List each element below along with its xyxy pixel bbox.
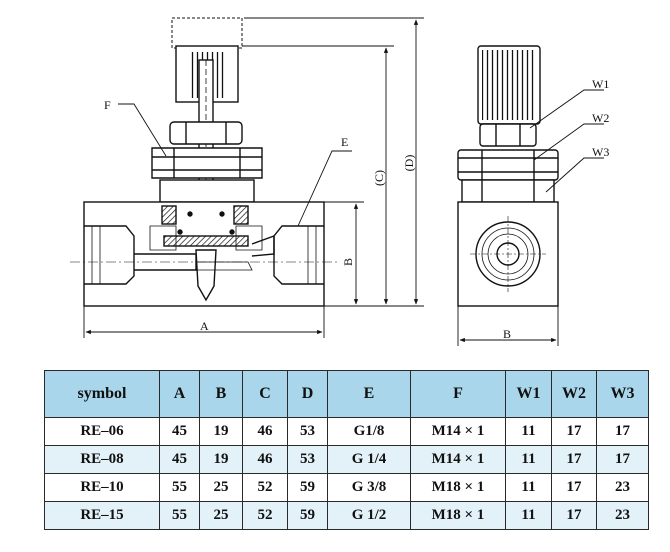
side-label-b: B [503,327,511,341]
table-row: RE–15 55 25 52 59 G 1/2 M18 × 1 11 17 23 [44,501,649,530]
table-row: RE–08 45 19 46 53 G 1/4 M14 × 1 11 17 17 [44,445,649,474]
table-cell: G 1/4 [327,445,411,474]
leader-e [297,150,352,227]
front-dimensions [83,17,424,338]
table-cell: M18 × 1 [410,501,506,530]
table-cell: G 3/8 [327,473,411,502]
side-view [457,45,559,307]
label-w2: W2 [592,111,609,125]
table-cell: 19 [199,417,243,446]
leader-f [118,103,167,157]
table-cell: 55 [159,501,200,530]
header-f: F [410,370,506,418]
table-cell: 52 [242,501,288,530]
table-cell: RE–10 [44,473,160,502]
table-cell: 17 [551,445,597,474]
table-row: RE–10 55 25 52 59 G 3/8 M18 × 1 11 17 23 [44,473,649,502]
specification-table: symbol A B C D E F W1 W2 W3 RE–06 45 19 … [44,370,649,530]
label-c: (C) [372,170,386,186]
header-b: B [199,370,243,418]
table-cell: 55 [159,473,200,502]
table-cell: 17 [551,417,597,446]
table-cell: 17 [596,417,649,446]
lock-nut [169,121,243,145]
table-cell: 46 [242,417,288,446]
table-cell: RE–15 [44,501,160,530]
header-e: E [327,370,411,418]
table-cell: 25 [199,473,243,502]
table-cell: M18 × 1 [410,473,506,502]
valve-technical-drawing: F E A B (C) (D) [70,17,609,346]
table-cell: 11 [505,473,552,502]
bonnet-hex [151,147,263,179]
table-cell: 11 [505,445,552,474]
table-cell: M14 × 1 [410,445,506,474]
leader-w1 [529,89,604,129]
label-w3: W3 [592,145,609,159]
table-cell: 17 [551,473,597,502]
table-cell: 23 [596,501,649,530]
header-w3: W3 [596,370,649,418]
table-cell: RE–08 [44,445,160,474]
header-w1: W1 [505,370,552,418]
table-cell: RE–06 [44,417,160,446]
front-view [70,17,340,307]
table-cell: 45 [159,445,200,474]
table-row: RE–06 45 19 46 53 G1/8 M14 × 1 11 17 17 [44,417,649,446]
label-e: E [341,135,348,149]
knob-extended-outline [171,17,243,49]
bonnet-body [159,179,255,203]
table-cell: 52 [242,473,288,502]
leader-w2 [533,123,604,161]
table-cell: 11 [505,501,552,530]
table-cell: 17 [551,501,597,530]
table-cell: G 1/2 [327,501,411,530]
label-w1: W1 [592,77,609,91]
table-cell: 59 [287,501,328,530]
table-header-row: symbol A B C D E F W1 W2 W3 [44,370,649,418]
table-cell: G1/8 [327,417,411,446]
label-b: B [341,258,355,266]
header-d: D [287,370,328,418]
header-w2: W2 [551,370,597,418]
table-cell: 25 [199,501,243,530]
table-cell: 19 [199,445,243,474]
header-a: A [159,370,200,418]
label-a: A [200,319,209,333]
header-c: C [242,370,288,418]
table-cell: 23 [596,473,649,502]
table-cell: 53 [287,445,328,474]
leader-w3 [545,157,604,193]
table-cell: 17 [596,445,649,474]
side-dimensions [457,89,604,346]
table-cell: 53 [287,417,328,446]
label-f: F [104,98,111,112]
needle-tip [195,249,217,302]
header-symbol: symbol [44,370,160,418]
table-cell: 46 [242,445,288,474]
table-cell: 59 [287,473,328,502]
table-cell: 11 [505,417,552,446]
table-cell: 45 [159,417,200,446]
table-cell: M14 × 1 [410,417,506,446]
label-d: (D) [402,155,416,172]
